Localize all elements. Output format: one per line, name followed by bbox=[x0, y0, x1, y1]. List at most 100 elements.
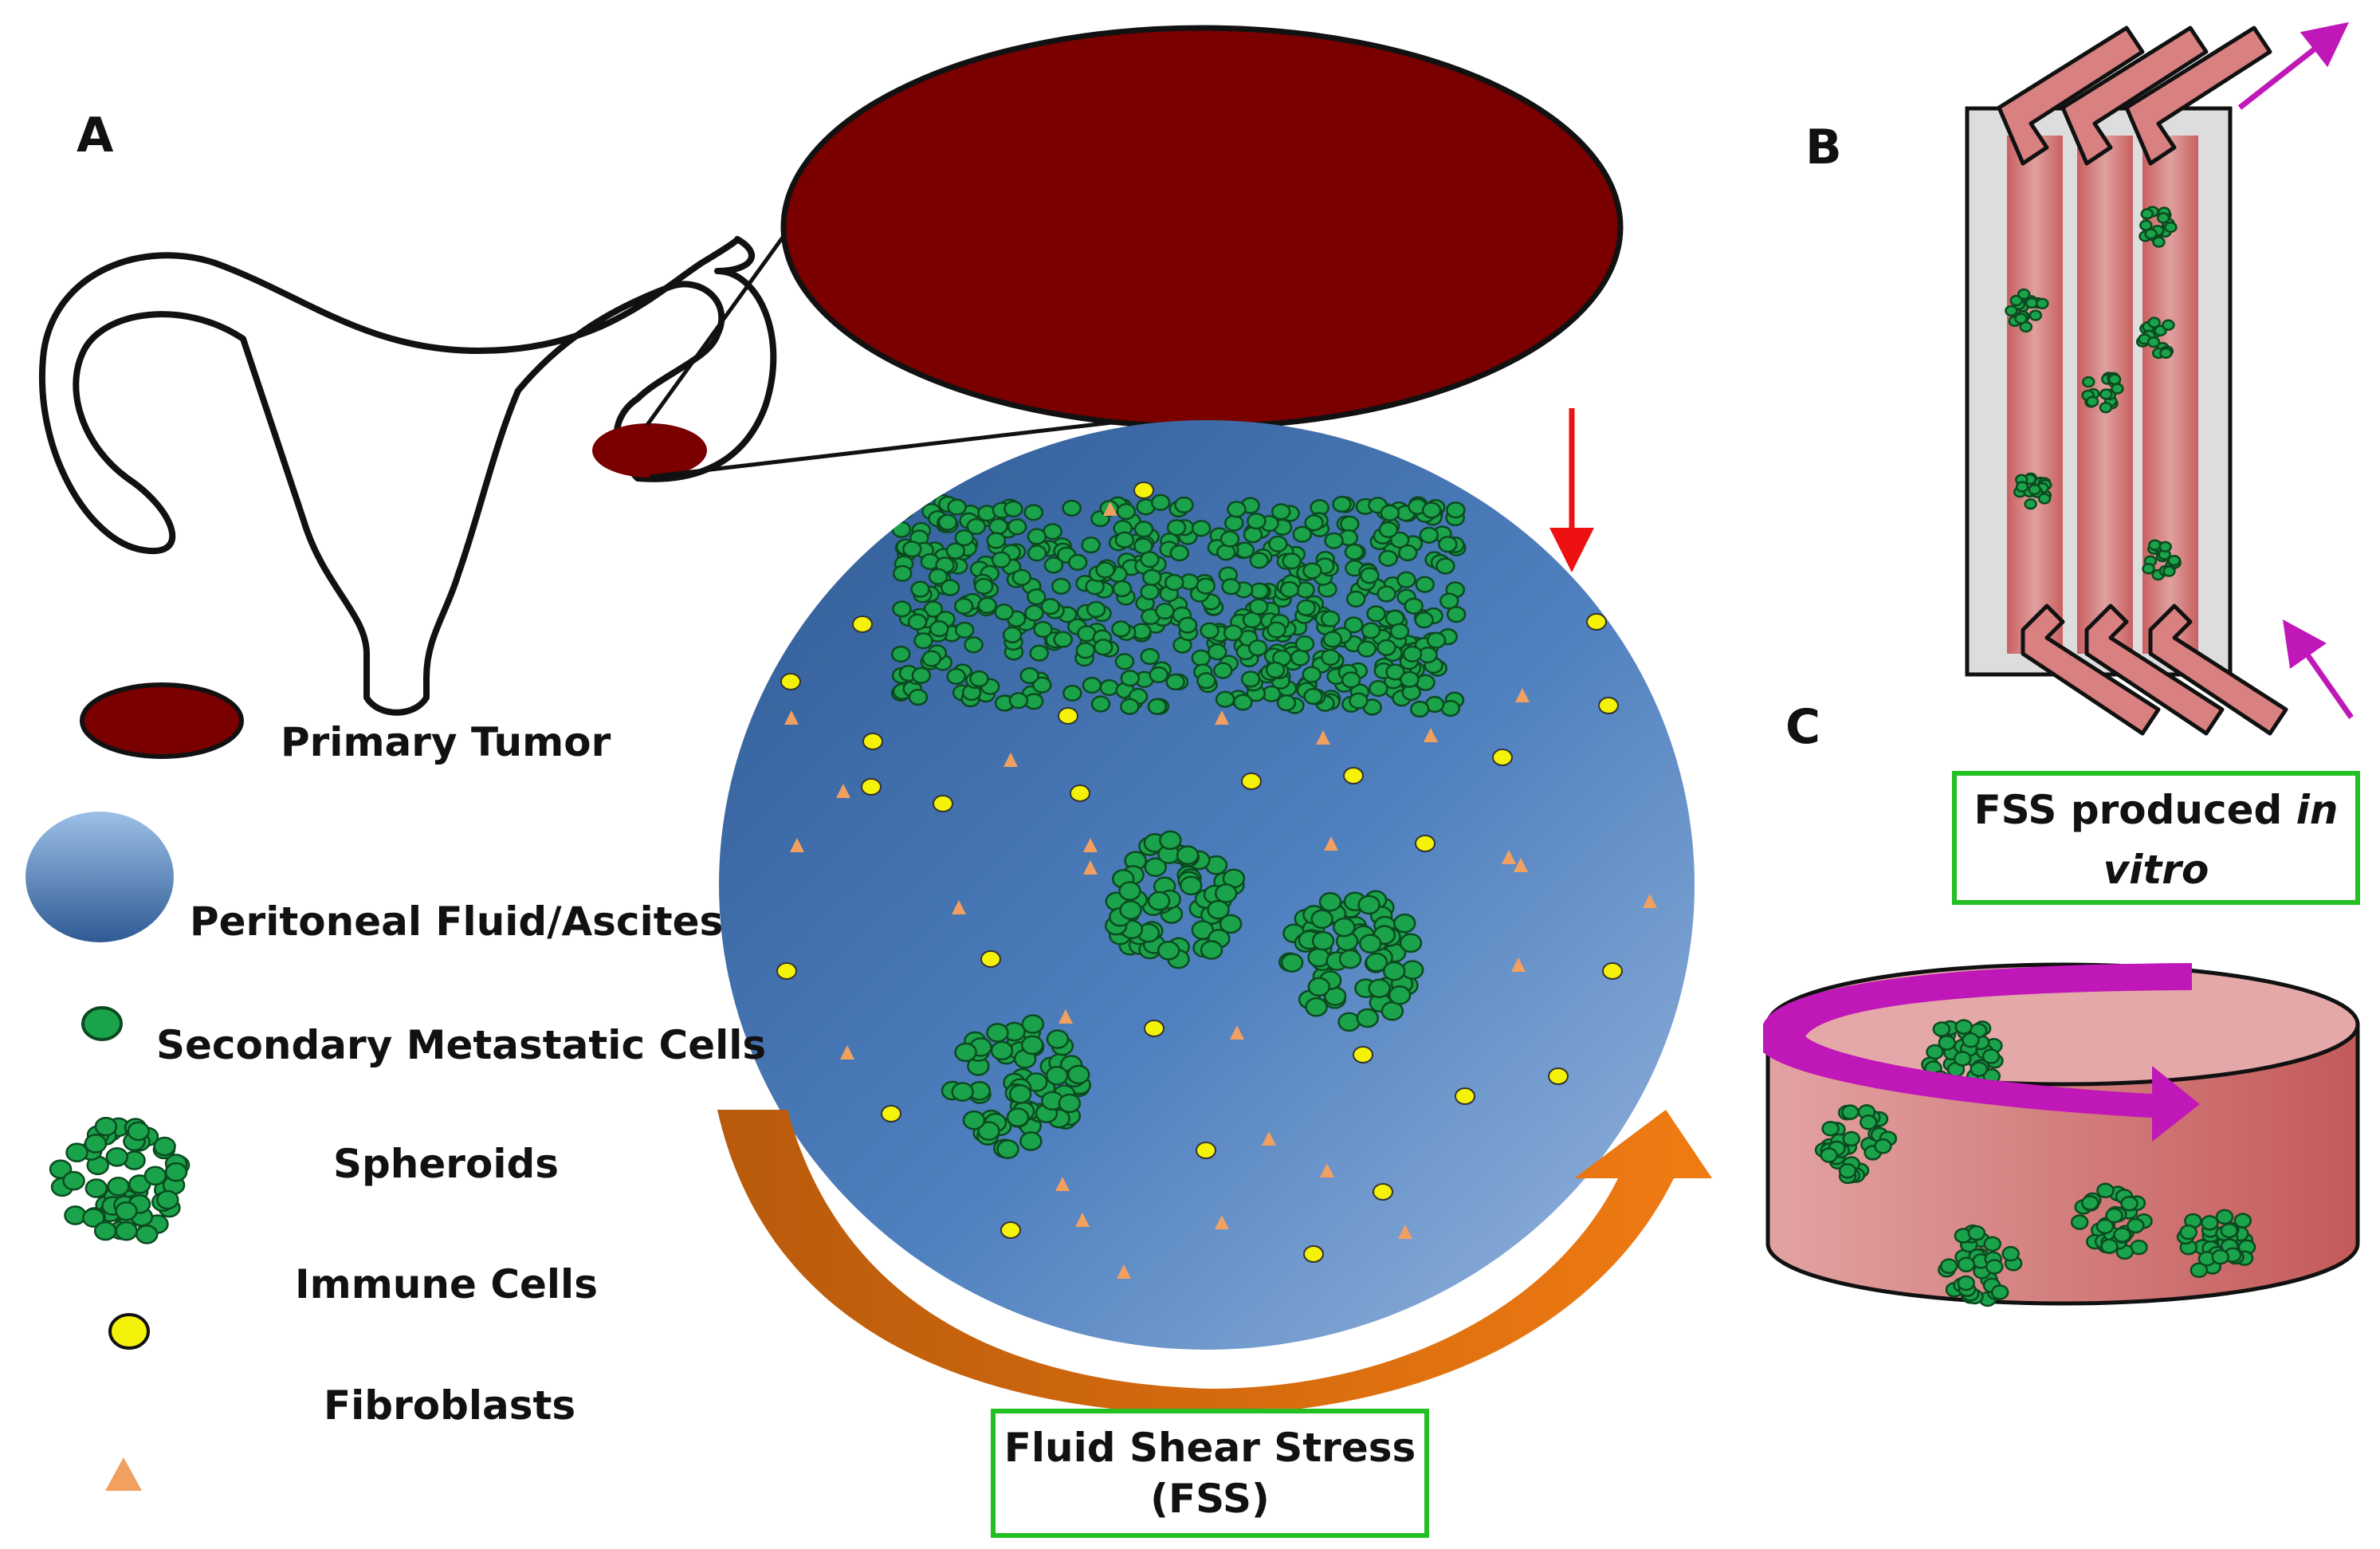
metastatic-cell bbox=[2025, 297, 2039, 309]
metastatic-cell bbox=[1333, 917, 1356, 938]
metastatic-cell bbox=[1215, 690, 1235, 708]
in-vitro-label-italic-1: in bbox=[2296, 787, 2339, 833]
metastatic-cell bbox=[1410, 700, 1430, 718]
dish-spheroids bbox=[1814, 1019, 2256, 1307]
metastatic-cell bbox=[1011, 568, 1032, 586]
legend: Primary Tumor Peritoneal Fluid/Ascites S… bbox=[26, 682, 766, 1491]
metastatic-cell bbox=[2152, 236, 2166, 248]
immune-cell bbox=[1343, 767, 1364, 784]
metastatic-cell bbox=[2070, 1214, 2089, 1230]
metastatic-cell bbox=[135, 1225, 159, 1244]
metastatic-cell bbox=[1439, 592, 1459, 610]
metastatic-cell bbox=[2100, 1238, 2119, 1254]
metastatic-cell bbox=[1341, 671, 1361, 689]
immune-cell bbox=[776, 962, 797, 980]
metastatic-cell bbox=[1247, 639, 1268, 657]
fss-label-line1: Fluid Shear Stress bbox=[1004, 1425, 1416, 1471]
metastatic-cell bbox=[1247, 513, 1267, 530]
metastatic-cell bbox=[2111, 383, 2124, 395]
metastatic-cell bbox=[1150, 493, 1171, 511]
metastatic-cell bbox=[1081, 537, 1101, 554]
metastatic-cell bbox=[1985, 1259, 2004, 1275]
immune-cell bbox=[1000, 1221, 1021, 1239]
metastatic-cell bbox=[1027, 545, 1047, 562]
metastatic-cell bbox=[1842, 1130, 1860, 1147]
legend-fibroblast-swatch bbox=[105, 1457, 142, 1491]
metastatic-cell bbox=[1133, 521, 1154, 538]
metastatic-cell bbox=[1435, 557, 1455, 575]
metastatic-cell bbox=[2085, 395, 2099, 407]
metastatic-cell bbox=[1276, 694, 1297, 712]
metastatic-cell bbox=[2028, 309, 2043, 321]
metastatic-cell bbox=[2015, 481, 2029, 493]
metastatic-cell bbox=[1369, 680, 1388, 698]
metastatic-cell bbox=[1200, 622, 1219, 639]
metastatic-cell bbox=[2162, 565, 2176, 577]
metastatic-cell bbox=[988, 517, 1008, 535]
immune-cell bbox=[1070, 784, 1090, 802]
metastatic-cell bbox=[1344, 543, 1365, 560]
metastatic-cell bbox=[1874, 1138, 1892, 1154]
metastatic-cell bbox=[1280, 953, 1304, 973]
metastatic-cell bbox=[1200, 940, 1223, 960]
fibroblast bbox=[1003, 753, 1018, 767]
metastatic-cell bbox=[2024, 498, 2037, 510]
metastatic-cell bbox=[1075, 642, 1096, 659]
immune-cell bbox=[1196, 1142, 1216, 1159]
zoom-line-bottom bbox=[649, 420, 1113, 479]
metastatic-cell bbox=[2211, 1248, 2230, 1265]
metastatic-cell bbox=[1365, 952, 1388, 973]
metastatic-cell bbox=[1359, 934, 1382, 954]
metastatic-cell bbox=[1045, 1065, 1069, 1086]
metastatic-cell bbox=[969, 670, 989, 688]
metastatic-cell bbox=[94, 1116, 118, 1137]
metastatic-cell bbox=[2036, 297, 2049, 309]
metastatic-cell bbox=[986, 532, 1007, 549]
metastatic-cell bbox=[1368, 978, 1391, 999]
fibroblast bbox=[836, 784, 850, 798]
metastatic-cell bbox=[1366, 605, 1386, 623]
metastatic-cell bbox=[1399, 933, 1423, 953]
metastatic-cell bbox=[913, 632, 933, 650]
metastatic-cell bbox=[1322, 631, 1343, 648]
fibroblast bbox=[1511, 957, 1526, 972]
metastatic-cell bbox=[1938, 1035, 1957, 1051]
metastatic-cell bbox=[1426, 631, 1447, 649]
spheroid bbox=[2176, 1209, 2256, 1279]
metastatic-cell bbox=[2037, 493, 2052, 505]
metastatic-cell bbox=[2139, 219, 2153, 231]
metastatic-cell bbox=[994, 603, 1014, 621]
metastatic-cell bbox=[1046, 1029, 1070, 1049]
metastatic-cell bbox=[1095, 561, 1115, 579]
immune-cell bbox=[933, 795, 953, 812]
fluid-contents bbox=[776, 482, 1657, 1279]
metastatic-cell bbox=[1400, 670, 1420, 688]
culture-dish bbox=[1763, 962, 2360, 1307]
spheroid bbox=[1105, 830, 1246, 969]
legend-immune-cells-label: Immune Cells bbox=[295, 1261, 598, 1307]
immune-cell bbox=[1455, 1087, 1475, 1105]
metastatic-cell bbox=[1282, 552, 1302, 570]
metastatic-cell bbox=[1243, 526, 1263, 544]
metastatic-cell bbox=[894, 502, 914, 520]
spheroid bbox=[1814, 1104, 1898, 1185]
metastatic-cell bbox=[892, 600, 912, 618]
metastatic-cell bbox=[1094, 639, 1113, 656]
metastatic-cell bbox=[2147, 316, 2161, 328]
metastatic-cell bbox=[1067, 553, 1088, 571]
immune-cell bbox=[780, 673, 801, 690]
fibroblast bbox=[1514, 858, 1528, 872]
metastatic-cell bbox=[977, 596, 997, 614]
metastatic-cell bbox=[1318, 891, 1342, 912]
metastatic-cell bbox=[1179, 875, 1203, 896]
metastatic-cell bbox=[115, 1221, 138, 1241]
immune-cell bbox=[1303, 1245, 1324, 1263]
fibroblast bbox=[1083, 860, 1098, 875]
metastatic-cell bbox=[1007, 518, 1027, 536]
metastatic-cell bbox=[951, 1082, 974, 1102]
metastatic-cell bbox=[1099, 678, 1120, 697]
metastatic-cell bbox=[1062, 499, 1082, 517]
spheroid bbox=[49, 1116, 190, 1244]
metastatic-cell bbox=[1389, 531, 1410, 549]
metastatic-cell bbox=[1019, 666, 1039, 685]
